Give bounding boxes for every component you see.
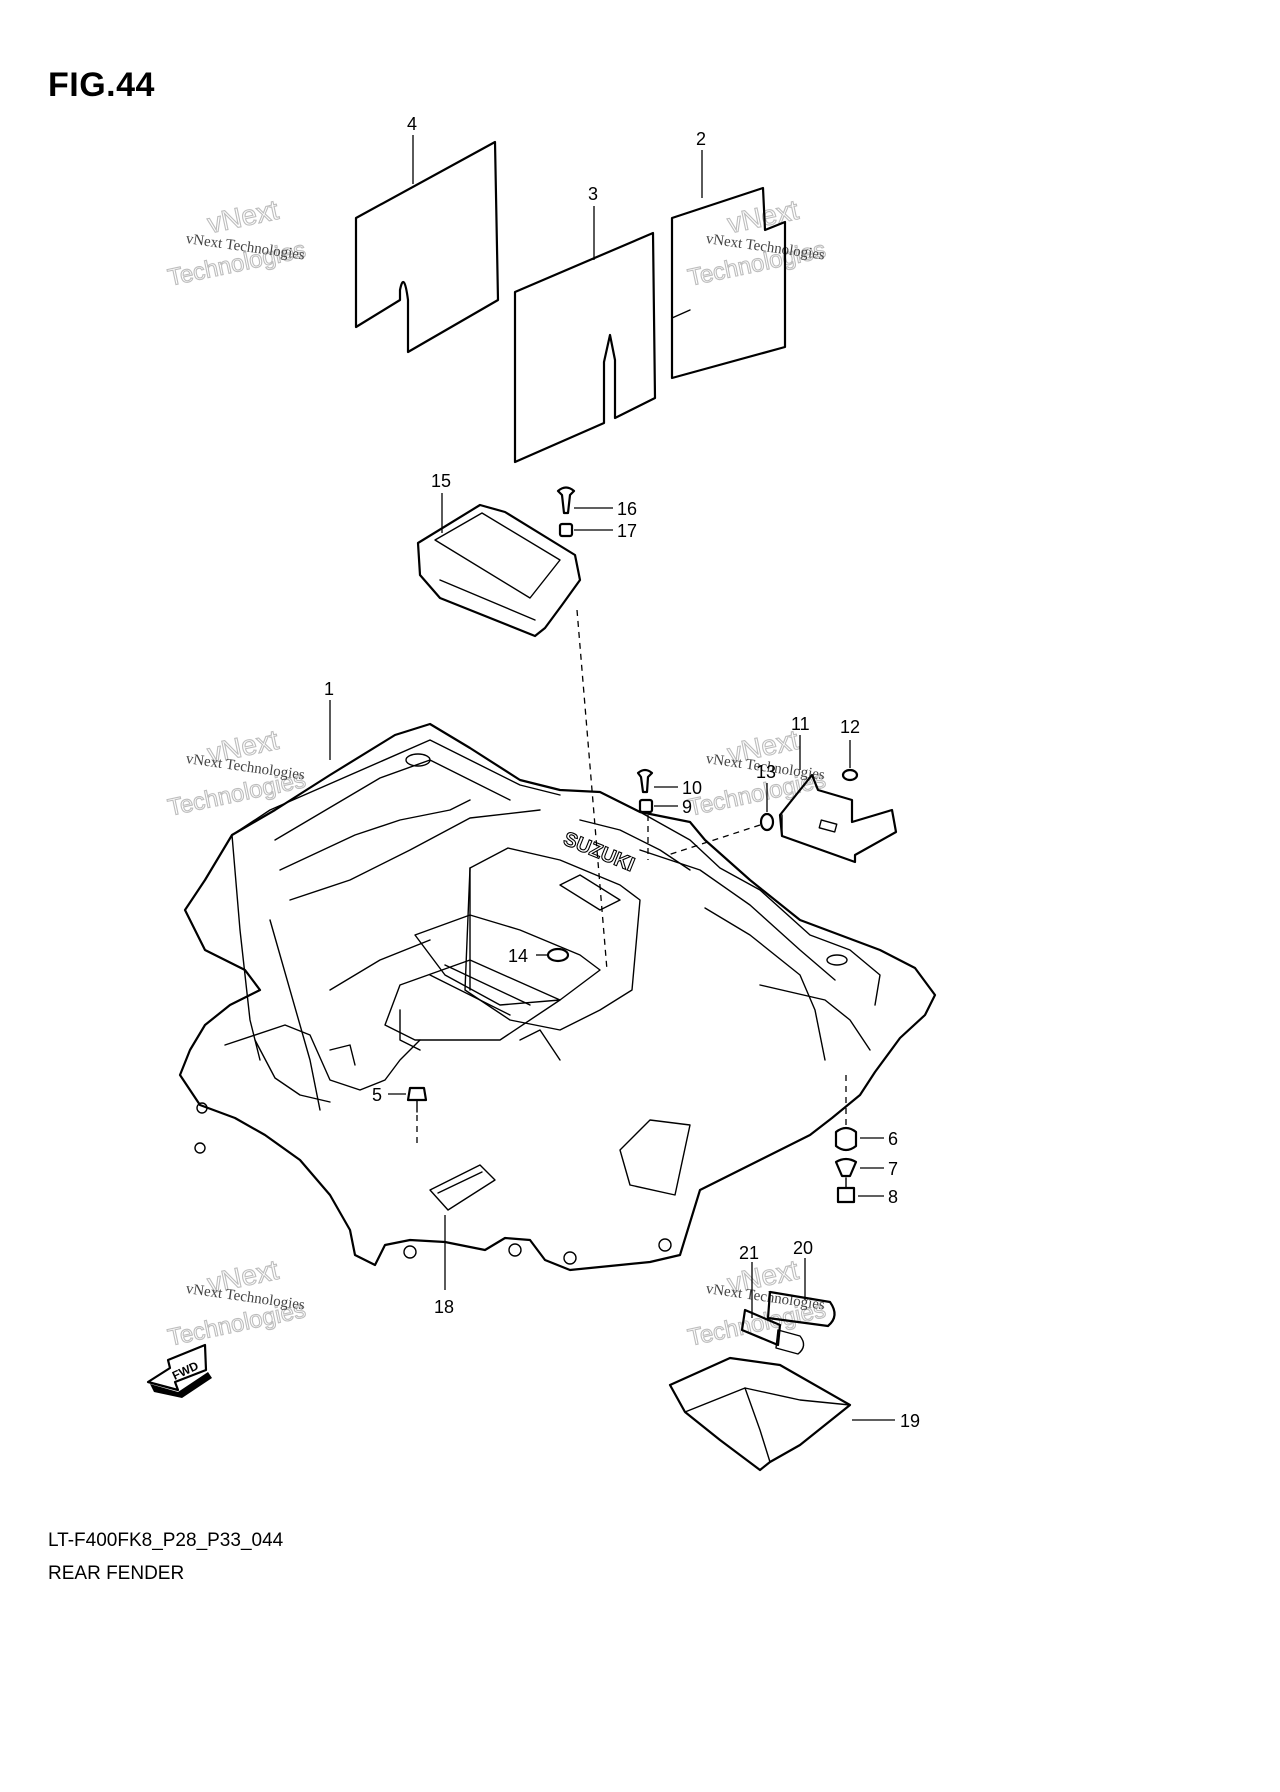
part-20-pin — [766, 1258, 836, 1355]
callout-9: 9 — [682, 797, 692, 817]
watermark-text-vnext: vNext — [205, 194, 282, 239]
callout-11: 11 — [791, 714, 810, 734]
part-6-cushion — [834, 1126, 884, 1152]
callout-labels: 4 2 3 15 16 17 1 11 12 13 10 9 14 5 6 7 … — [324, 114, 920, 1431]
part-4-decal — [354, 135, 500, 354]
part-7-collar — [834, 1157, 884, 1178]
callout-21: 21 — [739, 1243, 759, 1263]
model-code: LT-F400FK8_P28_P33_044 — [48, 1530, 284, 1551]
section-name: REAR FENDER — [48, 1563, 185, 1584]
part-16-screw — [556, 486, 613, 515]
callout-6: 6 — [888, 1129, 898, 1149]
part-14-grommet — [536, 947, 570, 963]
part-9-nut — [638, 798, 678, 814]
callout-17: 17 — [617, 521, 637, 541]
callout-15: 15 — [431, 471, 451, 491]
part-10-screw — [636, 768, 678, 794]
callout-3: 3 — [588, 184, 598, 204]
callout-8: 8 — [888, 1187, 898, 1207]
callout-19: 19 — [900, 1411, 920, 1431]
part-21-pin — [740, 1262, 782, 1347]
callout-7: 7 — [888, 1159, 898, 1179]
callout-12: 12 — [840, 717, 860, 737]
callout-5: 5 — [372, 1085, 382, 1105]
part-3-decal — [513, 206, 657, 464]
callout-10: 10 — [682, 778, 702, 798]
part-11-bracket — [778, 735, 898, 864]
callout-4: 4 — [407, 114, 417, 134]
fender-brand-emboss: SUZUKI — [560, 828, 637, 876]
part-2-decal — [670, 150, 787, 380]
part-12-clip — [841, 740, 859, 782]
part-19-tool-bag — [668, 1356, 895, 1472]
callout-20: 20 — [793, 1238, 813, 1258]
callout-1: 1 — [324, 679, 334, 699]
figure-label: FIG.44 — [48, 66, 155, 104]
callout-13: 13 — [756, 762, 776, 782]
part-17-nut — [558, 522, 613, 538]
callout-16: 16 — [617, 499, 637, 519]
callout-18: 18 — [434, 1297, 454, 1317]
callout-14: 14 — [508, 946, 528, 966]
assembly-line-13 — [667, 824, 761, 856]
part-15-tray — [416, 493, 582, 638]
part-5-bolt — [388, 1086, 428, 1113]
part-13-washer — [759, 783, 775, 832]
part-8-bolt — [836, 1177, 884, 1204]
assembly-line-15 — [576, 609, 608, 971]
callout-2: 2 — [696, 129, 706, 149]
forward-direction-arrow: FWD — [146, 1343, 212, 1398]
